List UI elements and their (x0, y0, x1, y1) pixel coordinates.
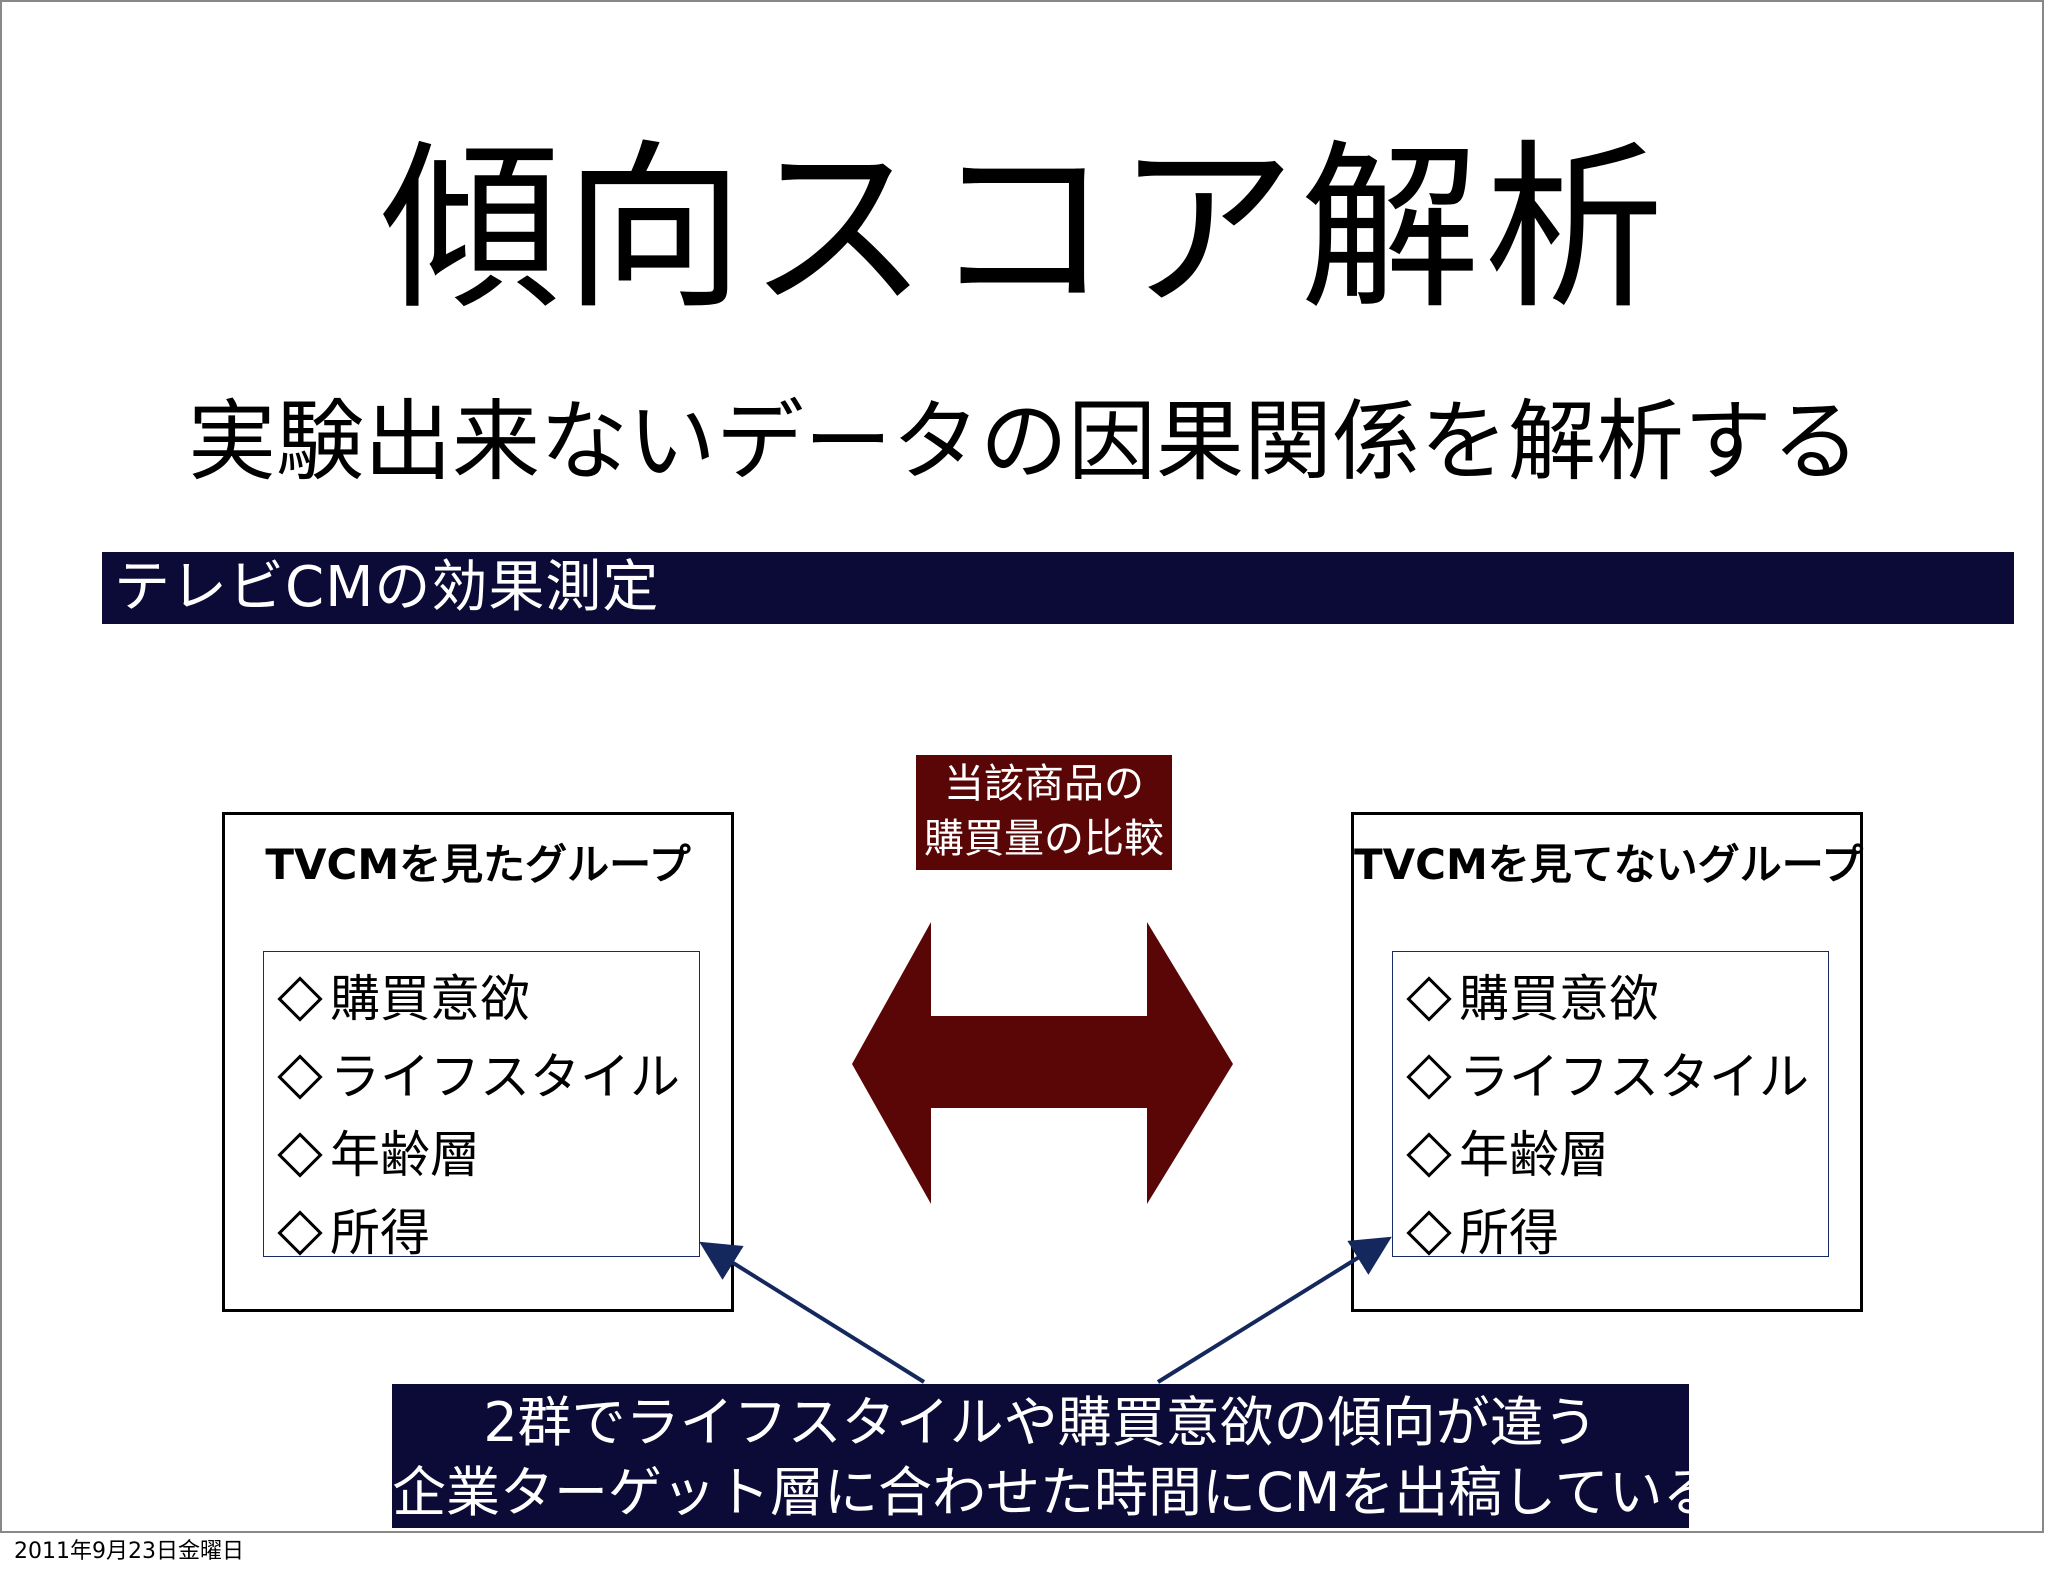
bottom-banner-line2: 企業ターゲット層に合わせた時間にCMを出稿している (392, 1461, 1717, 1524)
pointer-arrow-icon (1156, 1236, 1392, 1384)
attribute-item: 年齢層 (1401, 1116, 1828, 1194)
footer-date: 2011年9月23日金曜日 (14, 1539, 244, 1564)
attribute-item: 購買意欲 (272, 960, 699, 1038)
treated-group-title: TVCMを見たグループ (265, 840, 691, 889)
comparison-label-line1: 当該商品の (944, 761, 1144, 807)
attribute-label: 購買意欲 (330, 970, 530, 1028)
control-group-title: TVCMを見てないグループ (1354, 840, 1864, 889)
slide-title: 傾向スコア解析 (379, 125, 1668, 334)
treated-attribute-box: 購買意欲 ライフスタイル 年齢層 所得 (263, 951, 700, 1262)
attribute-item: 所得 (272, 1194, 699, 1272)
double-arrow-icon (852, 922, 1233, 1204)
pointer-arrow-icon (699, 1241, 926, 1384)
attribute-label: 購買意欲 (1459, 970, 1659, 1028)
control-group-box: TVCMを見てないグループ 購買意欲 ライフスタイル 年齢層 所得 (1351, 812, 1863, 1312)
attribute-item: ライフスタイル (1401, 1038, 1828, 1116)
comparison-label-line2: 購買量の比較 (924, 816, 1164, 862)
attribute-label: 所得 (330, 1204, 430, 1262)
attribute-item: ライフスタイル (272, 1038, 699, 1116)
attribute-item: 購買意欲 (1401, 960, 1828, 1038)
slide-frame (0, 0, 2044, 1533)
slide-subtitle: 実験出来ないデータの因果関係を解析する (187, 390, 1860, 493)
attribute-label: ライフスタイル (1459, 1048, 1809, 1106)
control-attribute-box: 購買意欲 ライフスタイル 年齢層 所得 (1392, 951, 1829, 1262)
bottom-banner-line1: 2群でライフスタイルや購買意欲の傾向が違う (483, 1391, 1598, 1454)
attribute-item: 所得 (1401, 1194, 1828, 1272)
attribute-label: ライフスタイル (330, 1048, 680, 1106)
bottom-banner: 2群でライフスタイルや購買意欲の傾向が違う 企業ターゲット層に合わせた時間にCM… (392, 1384, 1717, 1528)
attribute-label: 所得 (1459, 1204, 1559, 1262)
treated-group-box: TVCMを見たグループ 購買意欲 ライフスタイル 年齢層 所得 (222, 812, 734, 1312)
attribute-item: 年齢層 (272, 1116, 699, 1194)
comparison-label: 当該商品の 購買量の比較 (916, 755, 1172, 870)
section-bar: テレビCMの効果測定 (102, 552, 2014, 624)
attribute-label: 年齢層 (330, 1126, 480, 1184)
attribute-label: 年齢層 (1459, 1126, 1609, 1184)
